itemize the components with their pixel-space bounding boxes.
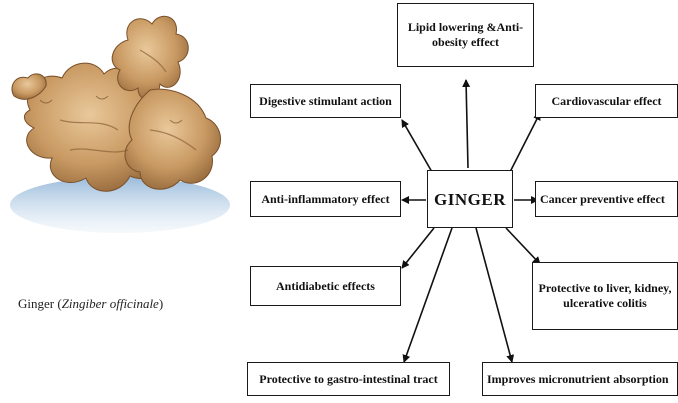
box-cardiovascular: Cardiovascular effect [535,84,678,118]
arrow-cardio [510,113,540,172]
arrow-micronutrient [476,228,512,362]
box-cancer-preventive: Cancer preventive effect [535,181,678,217]
arrow-antidiabetic [402,228,434,268]
box-micronutrient: Improves micronutrient absorption [482,362,678,396]
box-gi-tract: Protective to gastro-intestinal tract [247,362,450,396]
box-antidiabetic: Antidiabetic effects [250,266,401,306]
arrow-lipid [466,80,468,168]
box-anti-inflammatory: Anti-inflammatory effect [250,181,401,217]
arrow-gi-tract [404,228,452,362]
arrow-liver [506,228,540,264]
box-liver-protective: Protective to liver, kidney, ulcerative … [532,262,678,330]
arrow-digestive [402,120,432,172]
box-lipid-lowering: Lipid lowering &Anti- obesity effect [397,3,534,67]
box-digestive-stimulant: Digestive stimulant action [250,84,401,118]
box-ginger-center: GINGER [427,170,513,228]
